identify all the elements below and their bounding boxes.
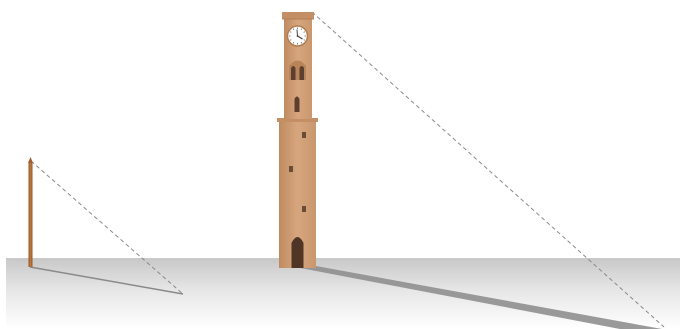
tower-window	[302, 206, 306, 212]
tower-doorway	[291, 237, 304, 268]
tower-ledge	[277, 118, 318, 122]
clock-face	[286, 25, 309, 47]
upper-arched-window	[294, 96, 300, 112]
clock-hour-hand	[297, 35, 303, 40]
tower-window	[289, 166, 293, 172]
clock-tower	[277, 12, 318, 268]
pole-sun-ray	[30, 160, 184, 295]
tower-window	[302, 132, 306, 138]
pole	[28, 157, 33, 267]
tower-cap	[282, 12, 314, 19]
pole-shadow	[29, 266, 184, 295]
clock-minute-hand	[296, 29, 298, 37]
tower-shadow	[290, 266, 662, 329]
belfry-windows	[289, 60, 306, 80]
tower-sun-ray	[311, 11, 665, 328]
